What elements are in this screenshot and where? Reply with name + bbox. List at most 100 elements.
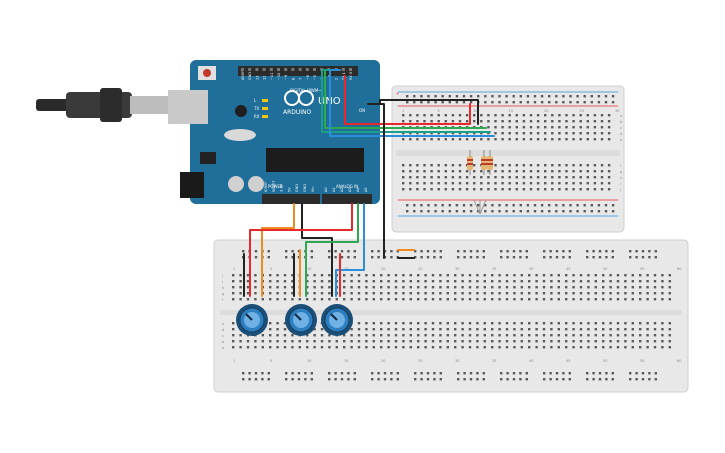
breadboard-hole[interactable] — [350, 280, 353, 283]
breadboard-hole[interactable] — [469, 101, 473, 104]
breadboard-hole[interactable] — [246, 274, 250, 277]
header-pin[interactable] — [269, 68, 273, 71]
breadboard-hole[interactable] — [406, 210, 409, 213]
breadboard-hole[interactable] — [465, 176, 469, 179]
breadboard-hole[interactable] — [320, 346, 324, 349]
breadboard-hole[interactable] — [417, 286, 420, 289]
breadboard-hole[interactable] — [607, 114, 611, 117]
breadboard-hole[interactable] — [648, 372, 651, 375]
breadboard-hole[interactable] — [480, 114, 483, 117]
breadboard-hole[interactable] — [501, 170, 504, 173]
breadboard-hole[interactable] — [353, 250, 356, 253]
breadboard-hole[interactable] — [579, 182, 582, 185]
breadboard-hole[interactable] — [457, 250, 460, 253]
breadboard-hole[interactable] — [624, 346, 627, 349]
breadboard-hole[interactable] — [519, 101, 522, 104]
breadboard-hole[interactable] — [291, 250, 294, 253]
breadboard-hole[interactable] — [661, 334, 664, 337]
breadboard-hole[interactable] — [529, 176, 533, 179]
breadboard-hole[interactable] — [371, 250, 374, 253]
breadboard-hole[interactable] — [568, 372, 571, 375]
breadboard-hole[interactable] — [579, 292, 583, 295]
breadboard-hole[interactable] — [473, 188, 476, 191]
breadboard-hole[interactable] — [463, 378, 466, 381]
breadboard-hole[interactable] — [246, 280, 250, 283]
breadboard-hole[interactable] — [536, 170, 540, 173]
breadboard-hole[interactable] — [394, 298, 398, 301]
breadboard-hole[interactable] — [555, 250, 559, 253]
breadboard-hole[interactable] — [424, 340, 427, 343]
breadboard-hole[interactable] — [593, 188, 597, 191]
breadboard-hole[interactable] — [498, 328, 501, 331]
breadboard-hole[interactable] — [276, 334, 279, 337]
breadboard-hole[interactable] — [402, 340, 405, 343]
breadboard-hole[interactable] — [431, 322, 435, 325]
large-breadboard[interactable]: 1155101015152020252530303535404045455050… — [213, 239, 689, 393]
breadboard-hole[interactable] — [232, 292, 235, 295]
breadboard-hole[interactable] — [347, 256, 350, 259]
breadboard-hole[interactable] — [501, 188, 504, 191]
breadboard-hole[interactable] — [616, 328, 620, 331]
breadboard-hole[interactable] — [328, 274, 331, 277]
breadboard-hole[interactable] — [512, 256, 516, 259]
breadboard-hole[interactable] — [458, 176, 462, 179]
breadboard-hole[interactable] — [519, 210, 522, 213]
breadboard-hole[interactable] — [439, 286, 442, 289]
breadboard-hole[interactable] — [365, 346, 368, 349]
breadboard-hole[interactable] — [557, 274, 560, 277]
breadboard-hole[interactable] — [246, 340, 250, 343]
breadboard-hole[interactable] — [501, 126, 504, 129]
breadboard-hole[interactable] — [269, 274, 272, 277]
breadboard-hole[interactable] — [515, 176, 518, 179]
breadboard-hole[interactable] — [653, 328, 657, 331]
breadboard-hole[interactable] — [298, 298, 301, 301]
breadboard-hole[interactable] — [639, 274, 642, 277]
breadboard-hole[interactable] — [565, 280, 568, 283]
breadboard-hole[interactable] — [494, 176, 497, 179]
breadboard-hole[interactable] — [402, 322, 405, 325]
breadboard-hole[interactable] — [461, 274, 464, 277]
breadboard-hole[interactable] — [565, 328, 568, 331]
breadboard-hole[interactable] — [261, 346, 264, 349]
header-pin[interactable] — [313, 68, 316, 71]
breadboard-hole[interactable] — [451, 188, 455, 191]
breadboard-hole[interactable] — [639, 328, 642, 331]
breadboard-hole[interactable] — [340, 378, 344, 381]
breadboard-hole[interactable] — [365, 322, 368, 325]
breadboard-hole[interactable] — [535, 286, 538, 289]
breadboard-hole[interactable] — [473, 132, 476, 135]
breadboard-hole[interactable] — [484, 204, 487, 207]
breadboard-hole[interactable] — [431, 298, 435, 301]
wire-black-gnd-top[interactable] — [367, 99, 479, 125]
breadboard-hole[interactable] — [544, 126, 547, 129]
breadboard-hole[interactable] — [535, 292, 538, 295]
breadboard-hole[interactable] — [544, 170, 547, 173]
breadboard-hole[interactable] — [424, 346, 427, 349]
breadboard-hole[interactable] — [587, 292, 590, 295]
breadboard-hole[interactable] — [526, 210, 530, 213]
breadboard-hole[interactable] — [350, 334, 353, 337]
breadboard-hole[interactable] — [533, 95, 537, 98]
breadboard-hole[interactable] — [357, 340, 361, 343]
breadboard-hole[interactable] — [557, 286, 560, 289]
breadboard-hole[interactable] — [357, 274, 361, 277]
breadboard-hole[interactable] — [565, 340, 568, 343]
breadboard-hole[interactable] — [543, 256, 546, 259]
breadboard-hole[interactable] — [487, 188, 490, 191]
breadboard-hole[interactable] — [283, 346, 287, 349]
breadboard-hole[interactable] — [550, 322, 553, 325]
breadboard-hole[interactable] — [427, 101, 430, 104]
breadboard-hole[interactable] — [276, 322, 279, 325]
breadboard-hole[interactable] — [498, 292, 501, 295]
breadboard-hole[interactable] — [454, 334, 457, 337]
breadboard-hole[interactable] — [276, 286, 279, 289]
breadboard-hole[interactable] — [320, 274, 324, 277]
breadboard-hole[interactable] — [232, 340, 235, 343]
breadboard-hole[interactable] — [600, 138, 604, 141]
breadboard-hole[interactable] — [328, 372, 331, 375]
breadboard-hole[interactable] — [437, 120, 440, 123]
breadboard-hole[interactable] — [526, 101, 530, 104]
breadboard-hole[interactable] — [646, 340, 649, 343]
breadboard-hole[interactable] — [409, 292, 412, 295]
breadboard-hole[interactable] — [528, 280, 531, 283]
